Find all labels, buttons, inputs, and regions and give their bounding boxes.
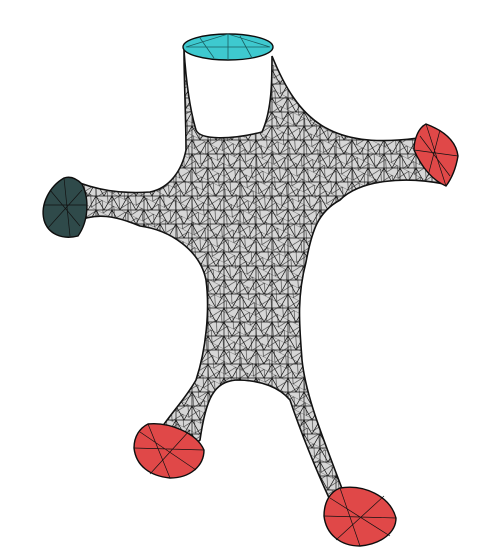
mesh-overlay [65,50,447,520]
left-cap [42,176,88,238]
mesh-body [64,49,448,521]
caps [42,33,459,547]
bottom-left-cap [133,423,205,479]
bottom-right-cap [323,486,397,547]
right-cap [413,123,459,187]
top-cap [182,33,274,61]
